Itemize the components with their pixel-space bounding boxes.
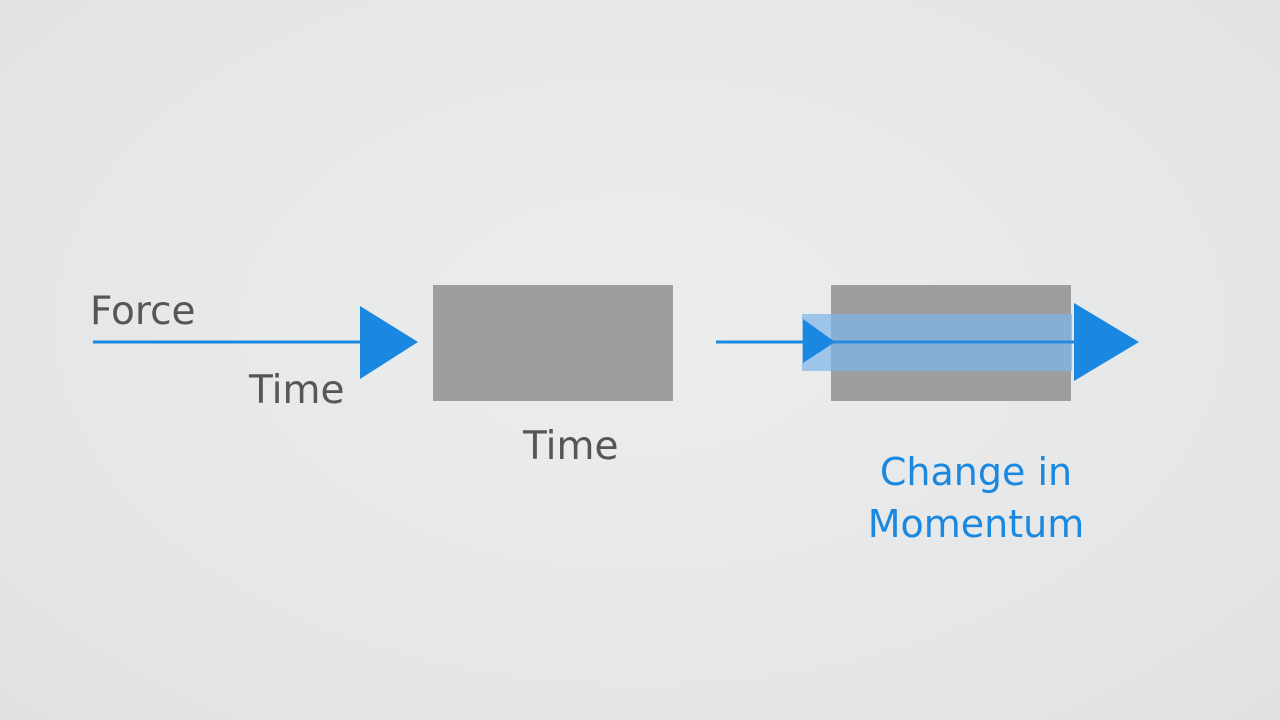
force-label: Force (90, 289, 196, 334)
time-label-left: Time (249, 368, 345, 413)
time-box (433, 285, 673, 401)
change-in-momentum-label: Change in Momentum (848, 446, 1104, 550)
time-label-center: Time (523, 424, 619, 469)
change-in-text: Change in (879, 450, 1073, 494)
momentum-arrow-head (1074, 303, 1139, 381)
momentum-text: Momentum (867, 502, 1085, 546)
momentum-small-arrow-head (803, 319, 835, 363)
force-arrow-head (360, 306, 418, 379)
